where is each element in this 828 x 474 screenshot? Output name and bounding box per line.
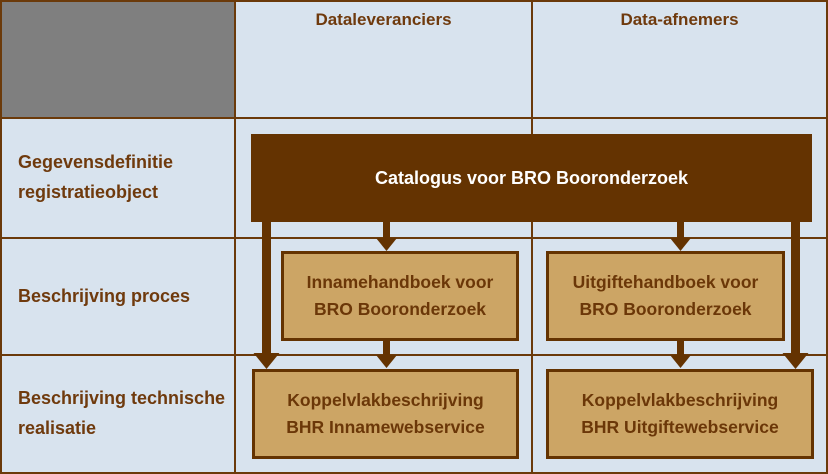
catalog-box: Catalogus voor BRO Booronderzoek — [251, 134, 812, 222]
row-label-beschrijving-technische-realisatie: Beschrijving technische realisatie — [18, 388, 226, 438]
intake-handbook-box: Innamehandboek voor BRO Booronderzoek — [281, 251, 519, 341]
arrow-catalog-to-intake-handbook — [376, 220, 397, 251]
arrow-catalog-to-intake-interface — [253, 220, 280, 369]
row-label-beschrijving-proces: Beschrijving proces — [18, 285, 191, 306]
column-header-data-afnemers: Data-afnemers — [620, 10, 739, 29]
arrow-catalog-to-delivery-interface — [782, 220, 809, 369]
row-label-gegevensdefinitie: Gegevensdefinitie registratieobject — [18, 152, 174, 202]
delivery-handbook-box: Uitgiftehandboek voor BRO Booronderzoek — [546, 251, 785, 341]
column-header-dataleveranciers: Dataleveranciers — [315, 10, 452, 29]
corner-cell — [2, 2, 235, 117]
intake-interface-box: Koppelvlakbeschrijving BHR Innamewebserv… — [252, 369, 519, 459]
grid-hline-3 — [2, 354, 826, 356]
delivery-interface-box: Koppelvlakbeschrijving BHR Uitgiftewebse… — [546, 369, 814, 459]
grid-hline-1 — [2, 117, 826, 119]
arrow-catalog-to-delivery-handbook — [670, 220, 691, 251]
grid-hline-2 — [2, 237, 826, 239]
